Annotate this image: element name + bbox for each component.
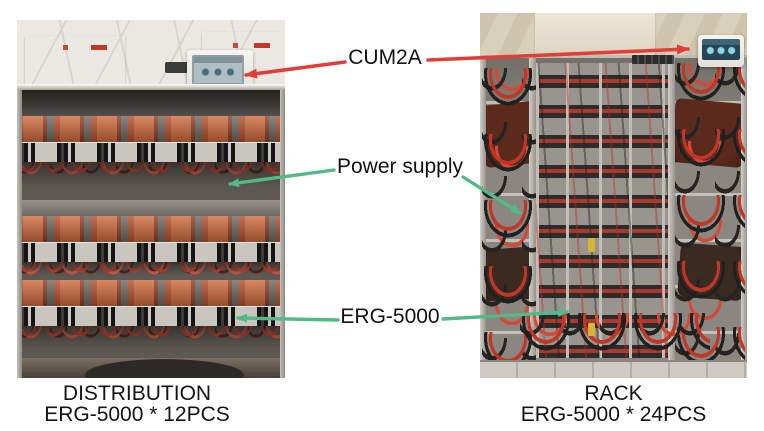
power-cabinet-left	[25, 36, 125, 84]
terminal-column	[536, 63, 668, 358]
shelf-band	[17, 200, 285, 216]
ceiling-duct	[535, 13, 655, 55]
shelf-underside	[17, 90, 285, 118]
cable-loops-bottom	[520, 313, 710, 361]
frame-rail-right	[280, 90, 285, 378]
cum2a-screen	[702, 39, 740, 60]
junction-device	[165, 62, 199, 73]
top-rail	[17, 84, 285, 92]
cum2a-device	[698, 35, 744, 67]
erg5000-label: ERG-5000	[340, 305, 440, 328]
cable-bundle-3	[17, 326, 285, 360]
right-caption-title: RACK	[584, 382, 643, 405]
yellow-connector	[588, 238, 595, 252]
right-caption-count: ERG-5000 * 24PCS	[520, 403, 707, 426]
terminal-strip-2	[17, 242, 285, 263]
left-caption-title: DISTRIBUTION	[62, 382, 212, 405]
terminal-strip-1	[17, 142, 285, 163]
cable-loops-right	[675, 63, 745, 360]
floor	[17, 358, 285, 378]
cum2a-label: CUM2A	[348, 46, 422, 69]
frame-rail-left	[17, 90, 22, 378]
rack-post-right	[668, 57, 675, 360]
yellow-connector	[588, 323, 595, 336]
left-caption: DISTRIBUTION ERG-5000 * 12PCS	[8, 383, 266, 425]
left-caption-count: ERG-5000 * 12PCS	[44, 403, 230, 426]
vent-slots	[632, 55, 674, 64]
cum2a-screen	[192, 55, 244, 85]
cable-bundle-1	[17, 162, 285, 200]
cable-bundle-2	[17, 262, 285, 280]
cum2a-device	[187, 50, 253, 88]
power-module-row-2	[17, 216, 285, 242]
power-module-row-3	[17, 280, 285, 306]
floor	[480, 362, 747, 378]
right-caption: RACK ERG-5000 * 24PCS	[480, 383, 747, 425]
power-module-row-1	[17, 116, 285, 142]
power-supply-label: Power supply	[336, 155, 464, 178]
terminal-strip-3	[17, 306, 285, 327]
rack-photo	[480, 13, 747, 378]
distribution-photo	[17, 20, 285, 378]
